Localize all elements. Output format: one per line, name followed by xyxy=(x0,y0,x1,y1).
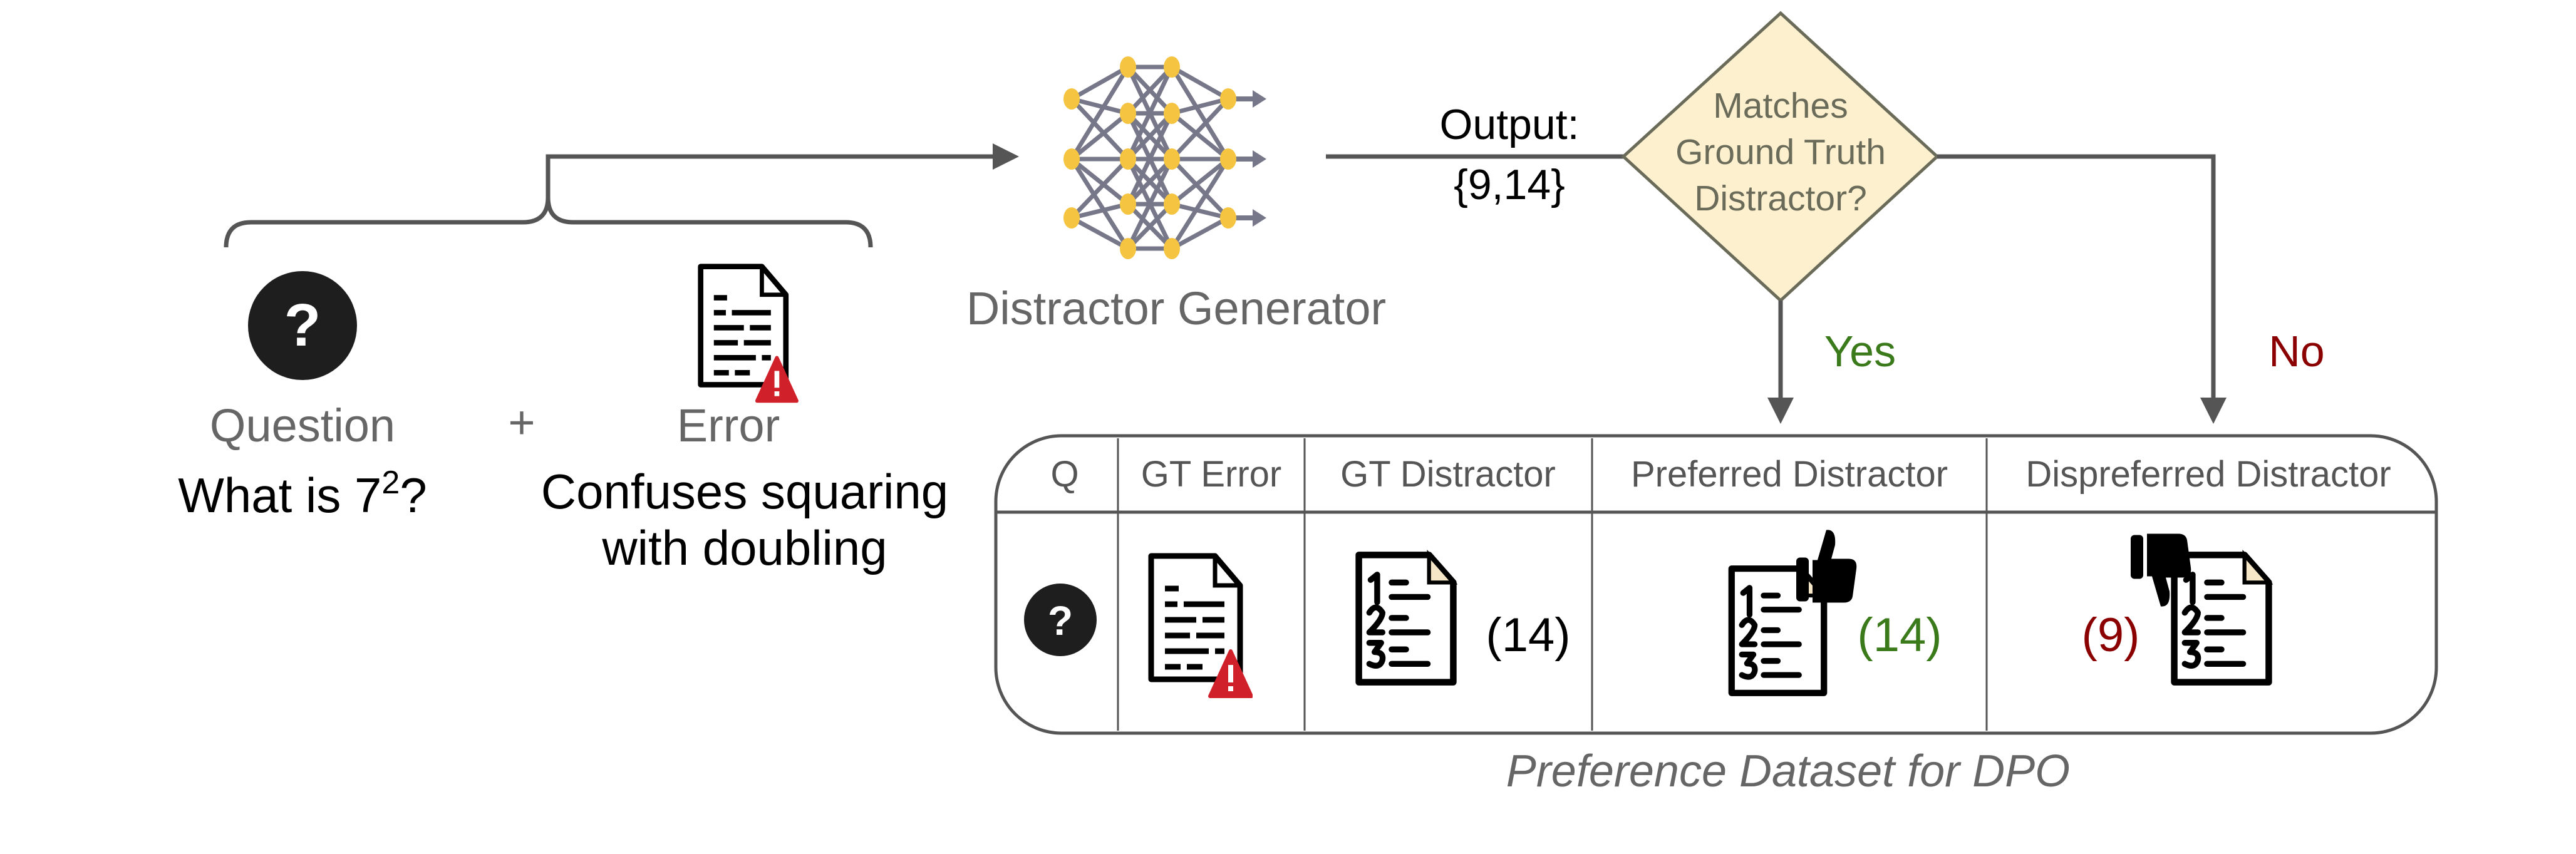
network-edge xyxy=(1171,202,1229,220)
network-edge xyxy=(1070,215,1129,251)
network-node xyxy=(1164,148,1180,170)
network-node xyxy=(1120,238,1136,259)
question-label: Question xyxy=(210,399,395,451)
yes-label: Yes xyxy=(1824,327,1896,376)
network-edge xyxy=(1126,157,1174,206)
neural-network-icon xyxy=(1063,56,1266,259)
network-edge xyxy=(1070,66,1130,160)
network-node xyxy=(1063,148,1080,170)
header-gt-error: GT Error xyxy=(1141,454,1282,495)
network-edge xyxy=(1070,158,1130,250)
network-edge xyxy=(1071,202,1129,220)
network-node xyxy=(1120,56,1136,78)
network-node xyxy=(1220,207,1236,229)
header-preferred: Preferred Distractor xyxy=(1631,454,1948,495)
header-q: Q xyxy=(1050,454,1079,495)
network-node xyxy=(1220,148,1236,170)
network-node xyxy=(1164,193,1180,215)
network-edge xyxy=(1070,157,1130,220)
error-document-icon xyxy=(701,267,797,401)
error-label: Error xyxy=(677,399,780,451)
error-text-line1: Confuses squaring xyxy=(541,464,948,519)
error-text-line2: with doubling xyxy=(601,520,887,575)
network-edge xyxy=(1070,97,1130,161)
arrow-to-generator xyxy=(546,143,1019,199)
table-caption: Preference Dataset for DPO xyxy=(1506,746,2070,796)
network-edge xyxy=(1171,96,1229,116)
generator-label: Distractor Generator xyxy=(966,282,1386,334)
network-edge xyxy=(1170,111,1230,161)
network-edge xyxy=(1125,66,1174,160)
output-arrow-head xyxy=(1253,209,1266,227)
network-node xyxy=(1063,207,1080,229)
preference-table: Q GT Error GT Distractor Preferred Distr… xyxy=(994,434,2438,735)
network-edge xyxy=(1070,64,1129,101)
preferred-value: (14) xyxy=(1857,609,1942,662)
decision-line1: Matches xyxy=(1713,86,1848,126)
network-node xyxy=(1063,88,1080,110)
network-node xyxy=(1220,88,1236,110)
output-arrow-head xyxy=(1253,90,1266,108)
network-edge xyxy=(1070,111,1130,161)
grouping-brace xyxy=(224,197,873,248)
question-text: What is 72? xyxy=(178,465,427,523)
header-dispreferred: Dispreferred Distractor xyxy=(2025,454,2391,495)
output-arrow-head xyxy=(1253,150,1266,168)
network-node xyxy=(1164,238,1180,259)
network-node xyxy=(1164,103,1180,124)
network-node xyxy=(1120,103,1136,124)
gt-distractor-value: (14) xyxy=(1486,609,1570,662)
network-edge xyxy=(1070,157,1130,206)
question-icon: ? xyxy=(1024,584,1097,656)
list-document-icon xyxy=(1359,555,1454,682)
dispreferred-value: (9) xyxy=(2082,609,2140,662)
no-arrow xyxy=(1937,154,2227,424)
output-label: Output: xyxy=(1439,101,1579,148)
list-document-icon xyxy=(1732,568,1824,693)
network-edge xyxy=(1170,66,1230,160)
network-edge xyxy=(1170,97,1230,161)
question-icon: ? xyxy=(248,271,357,380)
network-node xyxy=(1164,56,1180,78)
network-edge xyxy=(1126,65,1174,115)
no-label: No xyxy=(2268,327,2324,376)
output-value: {9,14} xyxy=(1454,161,1565,208)
network-edge xyxy=(1126,111,1174,161)
network-edge xyxy=(1171,64,1229,101)
decision-line2: Ground Truth xyxy=(1675,132,1886,172)
network-node xyxy=(1120,148,1136,170)
network-edge xyxy=(1125,112,1174,205)
svg-text:?: ? xyxy=(1048,597,1073,644)
network-edge xyxy=(1170,157,1230,220)
network-edge xyxy=(1170,158,1230,250)
network-edge xyxy=(1170,157,1230,206)
network-edge xyxy=(1126,202,1174,250)
decision-line3: Distractor? xyxy=(1694,178,1867,219)
svg-text:?: ? xyxy=(284,292,321,359)
network-node xyxy=(1120,193,1136,215)
network-edge xyxy=(1071,96,1129,116)
network-edge xyxy=(1125,158,1174,250)
network-edge xyxy=(1171,215,1229,251)
error-document-icon xyxy=(1151,556,1251,696)
plus-sign: + xyxy=(508,396,535,448)
header-gt-distractor: GT Distractor xyxy=(1340,454,1556,495)
